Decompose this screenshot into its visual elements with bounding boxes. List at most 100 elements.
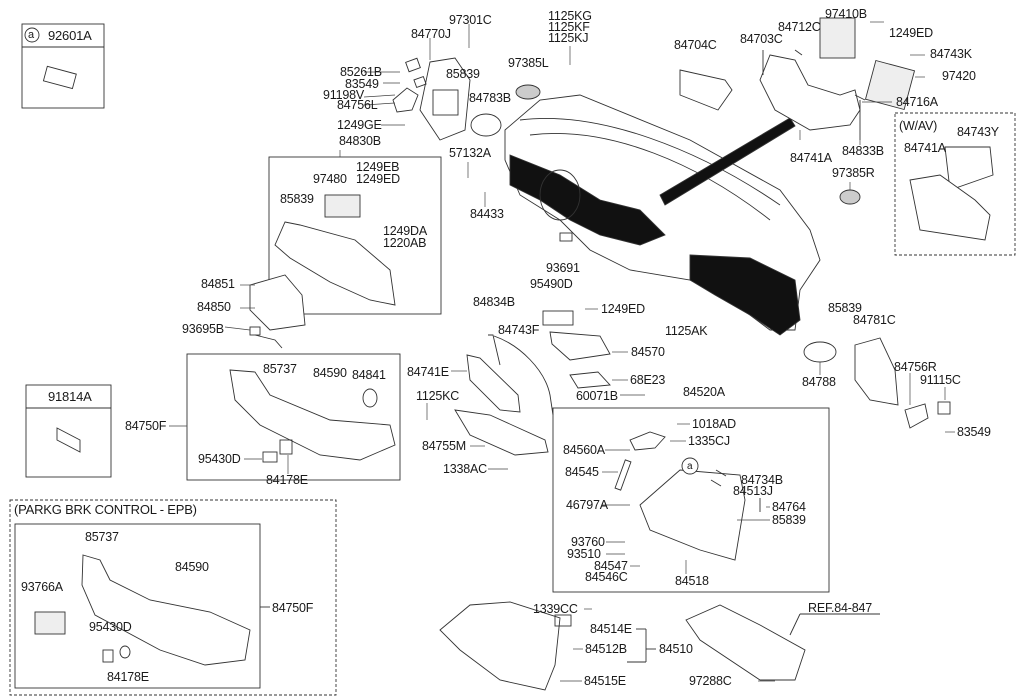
part-label[interactable]: 84750F: [125, 419, 167, 433]
part-label[interactable]: 1338AC: [443, 462, 487, 476]
vent-97385L: [515, 84, 541, 100]
wav-box: [894, 112, 1016, 256]
part-label[interactable]: 97410B: [825, 7, 867, 21]
vent-97420: [864, 59, 916, 111]
part-label[interactable]: 95430D: [198, 452, 241, 466]
part-label[interactable]: 93510: [567, 547, 601, 561]
part-label[interactable]: 97385R: [832, 166, 875, 180]
part-label[interactable]: 84547: [594, 559, 628, 573]
part-label[interactable]: 84703C: [740, 32, 783, 46]
inset-b-part[interactable]: 91814A: [48, 389, 92, 404]
part-label[interactable]: 85839: [446, 67, 480, 81]
part-label[interactable]: 91115C: [920, 373, 961, 387]
part-label[interactable]: 84770J: [411, 27, 451, 41]
part-label[interactable]: 93695B: [182, 322, 224, 336]
part-label[interactable]: 84590: [313, 366, 347, 380]
part-label[interactable]: 85839: [280, 192, 314, 206]
glovebox-housing: [639, 469, 746, 561]
part-label[interactable]: 1125KC: [416, 389, 460, 403]
part-label[interactable]: 84743F: [498, 323, 540, 337]
part-label[interactable]: 84783B: [469, 91, 511, 105]
part-label[interactable]: 84546C: [585, 570, 628, 584]
part-label[interactable]: 84833B: [842, 144, 884, 158]
part-label[interactable]: 84514E: [590, 622, 632, 636]
part-label[interactable]: 85839: [772, 513, 806, 527]
part-label[interactable]: 84788: [802, 375, 836, 389]
part-label[interactable]: 83549: [345, 77, 379, 91]
part-label[interactable]: 84851: [201, 277, 235, 291]
part-label[interactable]: 84841: [352, 368, 386, 382]
part-label[interactable]: 84590: [175, 560, 209, 574]
part-label[interactable]: 60071B: [576, 389, 618, 403]
part-label[interactable]: 1125KG: [548, 9, 592, 23]
part-label[interactable]: 84510: [659, 642, 693, 656]
ring-84841: [362, 388, 378, 408]
part-label[interactable]: 97385L: [508, 56, 549, 70]
part-label[interactable]: 84734B: [741, 473, 783, 487]
part-label[interactable]: 95490D: [530, 277, 573, 291]
part-label[interactable]: 84750F: [272, 601, 314, 615]
part-label[interactable]: 84716A: [896, 95, 938, 109]
part-label[interactable]: 93766A: [21, 580, 63, 594]
part-label[interactable]: 97480: [313, 172, 347, 186]
part-label[interactable]: 84712C: [778, 20, 821, 34]
part-label[interactable]: 84755M: [422, 439, 466, 453]
part-label[interactable]: 84741E: [407, 365, 449, 379]
part-label[interactable]: 84830B: [339, 134, 381, 148]
inset-a-part[interactable]: 92601A: [48, 28, 92, 43]
part-label[interactable]: 93760: [571, 535, 605, 549]
part-label[interactable]: 91198V: [323, 88, 364, 102]
part-label[interactable]: 84570: [631, 345, 665, 359]
part-label[interactable]: 84704C: [674, 38, 717, 52]
reference-label[interactable]: REF.84-847: [808, 601, 873, 615]
part-label[interactable]: 84756R: [894, 360, 937, 374]
part-label[interactable]: 84512B: [585, 642, 627, 656]
part-label[interactable]: 84178E: [266, 473, 308, 487]
part-label[interactable]: 84743Y: [957, 125, 999, 139]
part-label[interactable]: 84756L: [337, 98, 378, 112]
part-label[interactable]: 1249ED: [601, 302, 645, 316]
part-label[interactable]: 1249EB: [356, 160, 400, 174]
part-label[interactable]: 84178E: [107, 670, 149, 684]
part-label[interactable]: 97420: [942, 69, 976, 83]
part-label[interactable]: 57132A: [449, 146, 491, 160]
part-label[interactable]: 85839: [828, 301, 862, 315]
part-label[interactable]: 68E23: [630, 373, 666, 387]
part-label[interactable]: 1249ED: [889, 26, 933, 40]
column-shroud: [249, 274, 306, 331]
part-label[interactable]: 95430D: [89, 620, 132, 634]
part-label[interactable]: 1249GE: [337, 118, 382, 132]
part-label[interactable]: 84518: [675, 574, 709, 588]
part-label[interactable]: 1220AB: [383, 236, 427, 250]
part-label[interactable]: 1018AD: [692, 417, 736, 431]
part-label[interactable]: 1125KJ: [548, 31, 589, 45]
part-label[interactable]: 1335CJ: [688, 434, 730, 448]
part-label[interactable]: 85737: [263, 362, 297, 376]
part-label[interactable]: 1125AK: [665, 324, 708, 338]
part-label[interactable]: 84743K: [930, 47, 972, 61]
part-label[interactable]: 93691: [546, 261, 580, 275]
part-label[interactable]: 84545: [565, 465, 599, 479]
part-label[interactable]: 1249ED: [356, 172, 400, 186]
part-label[interactable]: 84764: [772, 500, 806, 514]
part-label[interactable]: 97301C: [449, 13, 492, 27]
part-label[interactable]: 1249DA: [383, 224, 427, 238]
part-label[interactable]: 46797A: [566, 498, 608, 512]
part-label[interactable]: 1125KF: [548, 20, 590, 34]
part-label[interactable]: 84741A: [790, 151, 832, 165]
part-label[interactable]: 85261B: [340, 65, 382, 79]
part-label[interactable]: 85737: [85, 530, 119, 544]
cluster-fascia-box: [268, 156, 442, 315]
part-label[interactable]: 84433: [470, 207, 504, 221]
part-label[interactable]: 84781C: [853, 313, 896, 327]
part-label[interactable]: 84520A: [683, 385, 725, 399]
part-label[interactable]: 84515E: [584, 674, 626, 688]
part-label[interactable]: 84850: [197, 300, 231, 314]
part-label[interactable]: 83549: [957, 425, 991, 439]
part-label[interactable]: 97288C: [689, 674, 732, 688]
part-label[interactable]: 84741A: [904, 141, 946, 155]
part-label[interactable]: 84560A: [563, 443, 605, 457]
part-label[interactable]: 1339CC: [533, 602, 578, 616]
part-label[interactable]: 84513J: [733, 484, 773, 498]
part-label[interactable]: 84834B: [473, 295, 515, 309]
